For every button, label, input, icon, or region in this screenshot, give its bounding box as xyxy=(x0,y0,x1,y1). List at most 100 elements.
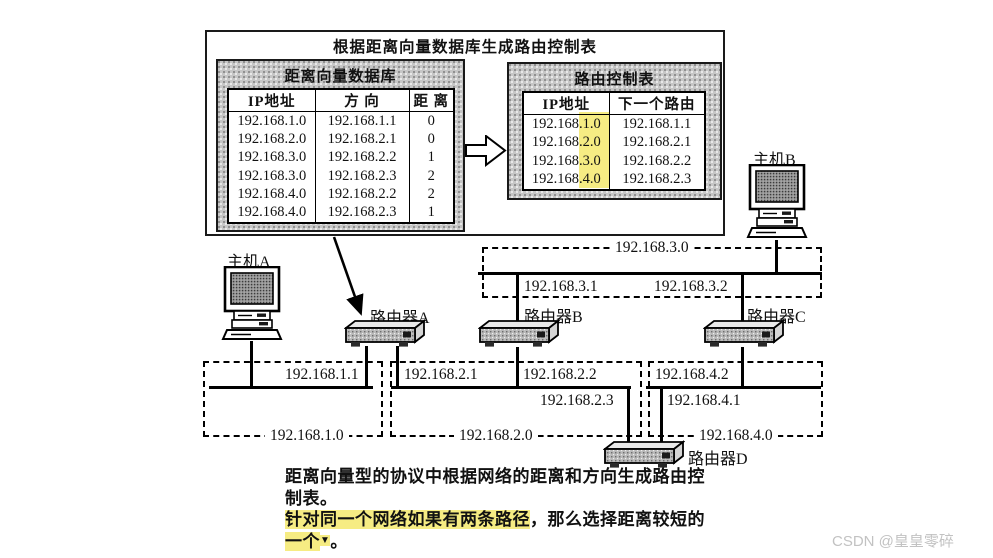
interface-label: 192.168.2.1 xyxy=(402,366,480,383)
caption-block: 距离向量型的协议中根据网络的距离和方向生成路由控 制表。 针对同一个网络如果有两… xyxy=(285,466,745,552)
distance-table-title: 距离向量数据库 xyxy=(284,69,397,85)
host-b-computer-icon xyxy=(746,163,808,242)
route-table-title: 路由控制表 xyxy=(574,72,655,88)
link-hosta-net1 xyxy=(250,341,253,388)
highlighted-text: 一个 xyxy=(285,531,320,551)
link-routerb-net3 xyxy=(516,274,519,324)
table-cell: 192.168.2.2 xyxy=(314,185,409,204)
interface-label: 192.168.1.1 xyxy=(283,366,361,383)
table-row: 192.168.3.0 192.168.2.2 xyxy=(524,152,704,171)
interface-label: 192.168.4.2 xyxy=(653,366,731,383)
segment-label: 192.168.1.0 xyxy=(265,427,349,444)
route-control-table-box: 路由控制表 IP地址 下一个路由 192.168.1.0 192.168.1.1… xyxy=(507,62,722,200)
router-d-label: 路由器D xyxy=(688,451,748,468)
link-routerc-net4 xyxy=(741,347,744,388)
table-row: 192.168.2.0 192.168.2.1 0 xyxy=(229,130,453,149)
table-cell: 192.168.2.3 xyxy=(314,166,409,186)
watermark: CSDN @皇皇零碎 xyxy=(832,533,954,550)
column-header: 下一个路由 xyxy=(608,93,704,115)
network-box-192-168-3-0: 192.168.3.0 xyxy=(482,239,822,298)
caption-text: 。 xyxy=(330,531,348,551)
routing-panel: 根据距离向量数据库生成路由控制表 距离向量数据库 IP地址 方 向 距 离 19… xyxy=(205,30,725,236)
link-routerc-net3 xyxy=(741,274,744,324)
column-header: IP地址 xyxy=(524,93,609,115)
caption-line-2: 制表。 xyxy=(285,488,338,508)
table-cell: 192.168.1.0 xyxy=(531,115,601,132)
table-row: 192.168.4.0 192.168.2.2 2 xyxy=(229,185,453,204)
distance-table: IP地址 方 向 距 离 192.168.1.0 192.168.1.1 0 1… xyxy=(227,88,455,224)
table-row: 192.168.3.0 192.168.2.2 1 xyxy=(229,148,453,167)
interface-label: 192.168.2.3 xyxy=(538,392,616,409)
table-cell: 192.168.2.2 xyxy=(608,152,704,171)
network-bus-4-0 xyxy=(646,386,821,389)
segment-label: 192.168.3.0 xyxy=(610,239,694,256)
block-arrow-icon xyxy=(465,135,507,167)
caption-text: ，那么选择距离较短的 xyxy=(530,510,705,529)
table-cell: 2 xyxy=(408,166,453,186)
panel-title: 根据距离向量数据库生成路由控制表 xyxy=(332,39,597,56)
table-cell: 192.168.1.0 xyxy=(237,112,307,129)
column-header: 方 向 xyxy=(314,90,409,112)
network-bus-3-0 xyxy=(478,272,822,275)
distance-table-grid: IP地址 方 向 距 离 192.168.1.0 192.168.1.1 0 1… xyxy=(229,90,453,222)
table-cell: 0 xyxy=(408,111,453,131)
interface-label: 192.168.2.2 xyxy=(521,366,599,383)
table-row: 192.168.1.0 192.168.1.1 xyxy=(524,114,704,134)
table-row: 192.168.4.0 192.168.2.3 1 xyxy=(229,203,453,222)
interface-label: 192.168.4.1 xyxy=(665,392,743,409)
link-hostb-net3 xyxy=(775,240,778,275)
route-table-grid: IP地址 下一个路由 192.168.1.0 192.168.1.1 192.1… xyxy=(524,93,704,189)
table-cell: 0 xyxy=(408,130,453,149)
highlighted-text: 针对同一个网络如果有两条路径 xyxy=(285,510,530,529)
network-bus-1-0 xyxy=(209,386,373,389)
table-cell: 1 xyxy=(408,148,453,167)
table-row: 192.168.4.0 192.168.2.3 xyxy=(524,170,704,189)
table-cell: 192.168.2.1 xyxy=(314,130,409,149)
link-routerd-net2 xyxy=(627,388,630,443)
table-row: 192.168.1.0 192.168.1.1 0 xyxy=(229,111,453,131)
link-routerb-net2 xyxy=(516,347,519,388)
table-row: 192.168.2.0 192.168.2.1 xyxy=(524,133,704,153)
table-cell: 192.168.1.1 xyxy=(314,111,409,131)
table-cell: 192.168.2.3 xyxy=(314,203,409,222)
interface-label: 192.168.3.1 xyxy=(522,278,600,295)
caption-line-4: 一个▼。 xyxy=(285,531,745,553)
table-cell: 192.168.2.3 xyxy=(608,170,704,189)
router-a-icon xyxy=(343,319,427,349)
distance-vector-database-box: 距离向量数据库 IP地址 方 向 距 离 192.168.1.0 192.168… xyxy=(216,59,465,232)
cursor-caret-icon: ▼ xyxy=(320,534,331,546)
table-cell: 192.168.4.0 xyxy=(237,185,307,202)
column-header: 距 离 xyxy=(408,90,453,112)
link-routera-net1 xyxy=(365,346,368,388)
interface-label: 192.168.3.2 xyxy=(652,278,730,295)
router-b-icon xyxy=(477,319,561,349)
network-box-192-168-1-0: 192.168.1.0 xyxy=(203,361,383,444)
link-routera-net2 xyxy=(396,346,399,388)
router-d-icon xyxy=(602,440,686,470)
table-cell: 192.168.2.0 xyxy=(531,134,601,151)
table-cell: 192.168.3.0 xyxy=(237,149,307,166)
router-c-icon xyxy=(702,319,786,349)
table-cell: 192.168.4.0 xyxy=(237,204,307,221)
link-routerd-net4 xyxy=(660,388,663,443)
table-cell: 1 xyxy=(408,203,453,222)
yellow-highlight-band xyxy=(579,112,609,188)
network-bus-2-0 xyxy=(391,386,631,389)
caption-line-1: 距离向量型的协议中根据网络的距离和方向生成路由控 xyxy=(285,467,705,486)
segment-label: 192.168.2.0 xyxy=(454,427,538,444)
network-box-192-168-4-0: 192.168.4.0 xyxy=(648,361,823,444)
caption-line-3: 针对同一个网络如果有两条路径，那么选择距离较短的 xyxy=(285,509,745,531)
table-cell: 192.168.2.0 xyxy=(237,131,307,148)
table-cell: 2 xyxy=(408,185,453,204)
table-cell: 192.168.1.1 xyxy=(608,114,704,134)
table-cell: 192.168.3.0 xyxy=(531,152,601,169)
pointer-arrow-icon xyxy=(332,236,364,316)
host-a-computer-icon xyxy=(221,265,283,344)
table-cell: 192.168.2.1 xyxy=(608,133,704,153)
segment-label: 192.168.4.0 xyxy=(694,427,778,444)
table-cell: 192.168.2.2 xyxy=(314,148,409,167)
table-cell: 192.168.4.0 xyxy=(531,171,601,188)
table-cell: 192.168.3.0 xyxy=(237,167,307,184)
column-header: IP地址 xyxy=(229,90,315,112)
